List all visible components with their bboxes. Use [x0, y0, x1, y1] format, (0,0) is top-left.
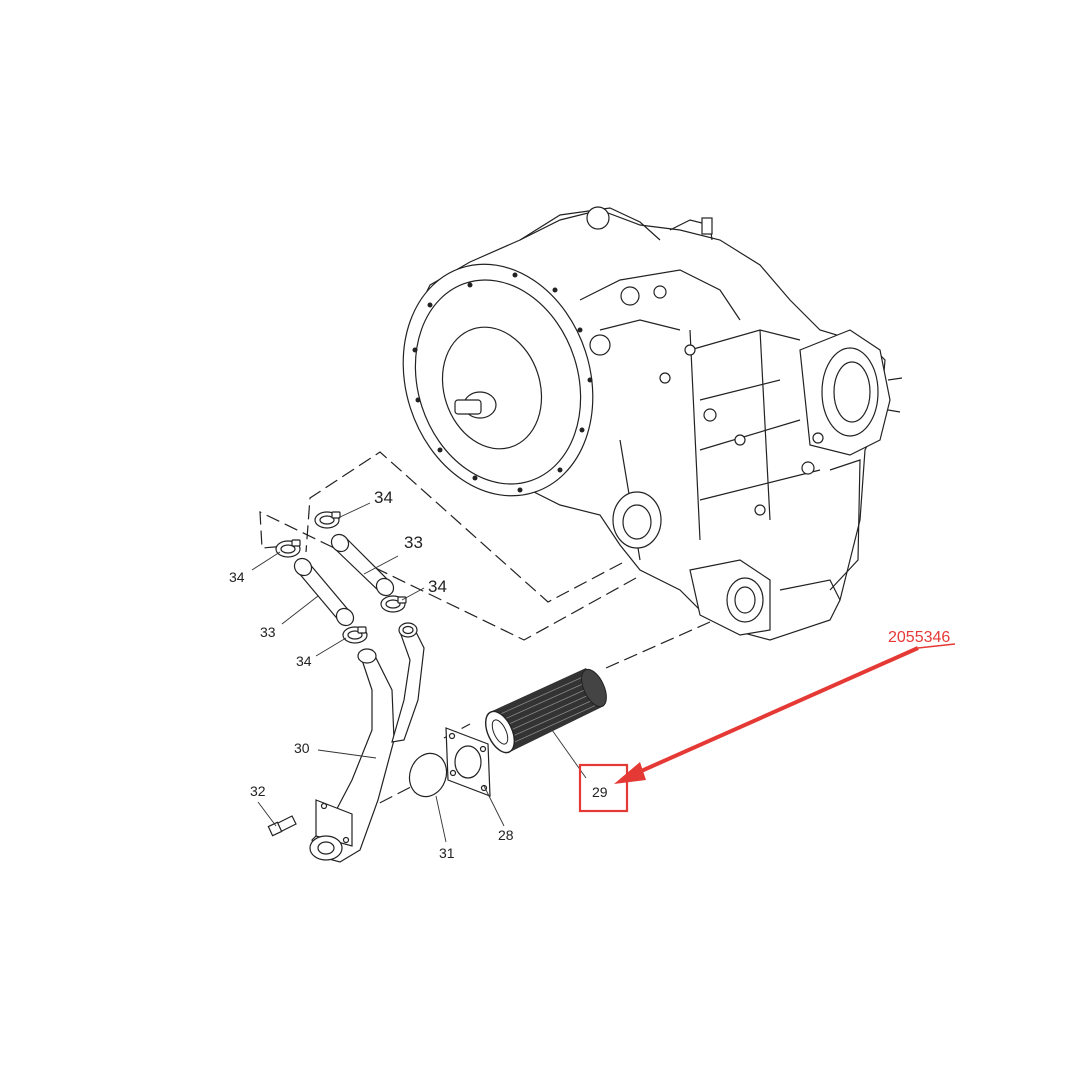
part-number-label: 2055346 — [888, 629, 950, 646]
part-number-leader — [917, 643, 956, 649]
callout-29: 29 — [592, 784, 608, 800]
callout-33-right: 33 — [404, 533, 423, 552]
hose-left — [293, 557, 355, 627]
callout-30: 30 — [294, 740, 310, 756]
bolt-circle — [412, 272, 593, 493]
hose-clamp-lower-left — [342, 626, 368, 644]
hose-right — [330, 533, 395, 597]
callout-34-upper: 34 — [374, 488, 393, 507]
hose-clamp-lower-right — [380, 595, 407, 613]
transmission-assembly — [402, 206, 903, 641]
leader-lines — [251, 502, 587, 843]
filter-element — [484, 668, 607, 754]
callout-28: 28 — [498, 827, 514, 843]
bolt — [267, 815, 297, 837]
highlight-box — [578, 763, 629, 813]
arrow-icon — [629, 646, 919, 778]
callout-labels: 34 33 34 34 33 34 30 32 31 28 29 — [229, 488, 608, 861]
callout-31: 31 — [439, 845, 455, 861]
hose-clamp-upper-right — [314, 511, 341, 529]
seal-disc — [408, 752, 448, 798]
callout-33-left: 33 — [260, 624, 276, 640]
callout-34-lower: 34 — [296, 653, 312, 669]
arrowhead-icon — [614, 762, 646, 784]
part-number-annotation: 2055346 — [578, 629, 956, 813]
pipe-assembly — [309, 622, 425, 863]
callout-34-right: 34 — [428, 577, 447, 596]
callout-32: 32 — [250, 783, 266, 799]
gasket — [445, 727, 491, 797]
callout-34-left: 34 — [229, 569, 245, 585]
hose-clamp-upper-left — [275, 539, 301, 558]
